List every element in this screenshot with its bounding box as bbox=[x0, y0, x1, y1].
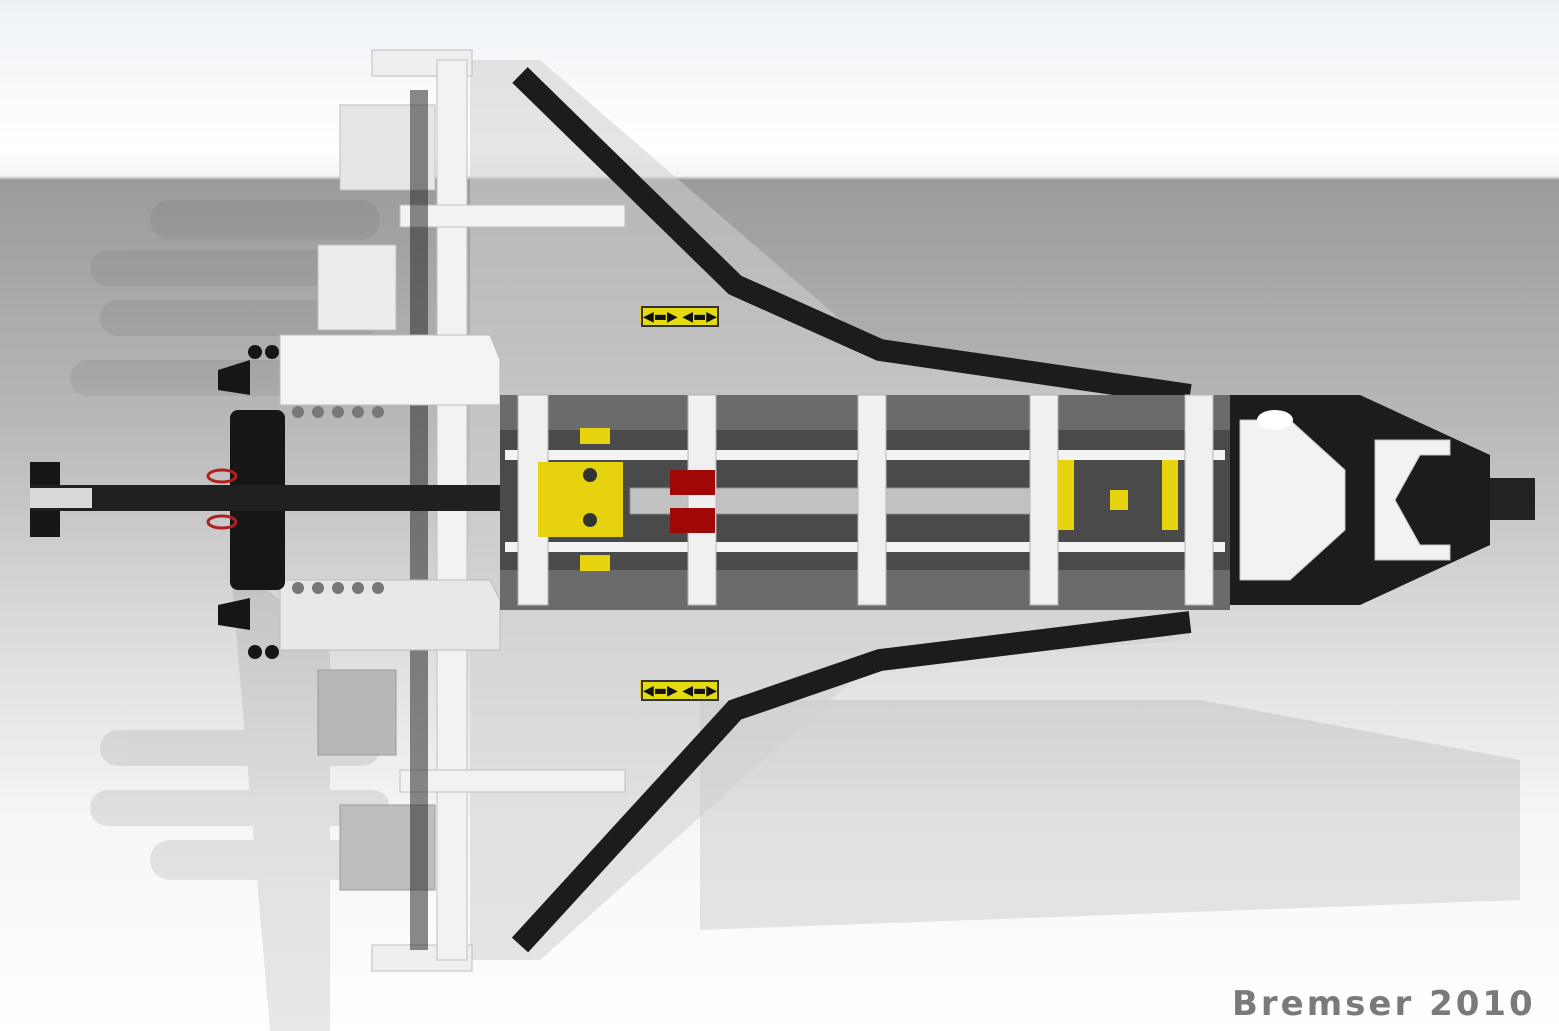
watermark: Bremser 2010 bbox=[1232, 984, 1536, 1024]
arrow-decal-text: ◀▬▶ ◀▬▶ bbox=[643, 682, 717, 699]
arrow-decal-text: ◀▬▶ ◀▬▶ bbox=[643, 308, 717, 325]
arrow-decal-bottom: ◀▬▶ ◀▬▶ bbox=[641, 680, 719, 701]
arrow-decal-top: ◀▬▶ ◀▬▶ bbox=[641, 306, 719, 327]
